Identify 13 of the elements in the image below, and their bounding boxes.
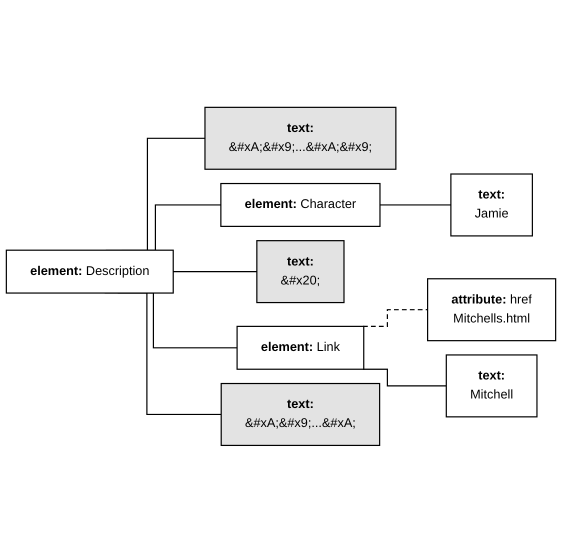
node-box: element: Character: [220, 183, 381, 228]
node-box: text: Mitchell: [446, 354, 538, 418]
node-box: text: Jamie: [450, 174, 533, 237]
connector: [363, 368, 446, 387]
connector: [363, 309, 428, 328]
connector: [173, 271, 257, 272]
node-box: text: &#xA;&#x9;...&#xA;&#x9;: [204, 106, 396, 170]
connector: [380, 204, 451, 206]
node-box: attribute: href Mitchells.html: [427, 278, 556, 342]
node-box: text: &#xA;&#x9;...&#xA;: [220, 383, 380, 446]
node-box: element: Description: [6, 250, 174, 294]
node-box: text: &#x20;: [256, 240, 345, 304]
node-box: element: Link: [236, 326, 364, 370]
